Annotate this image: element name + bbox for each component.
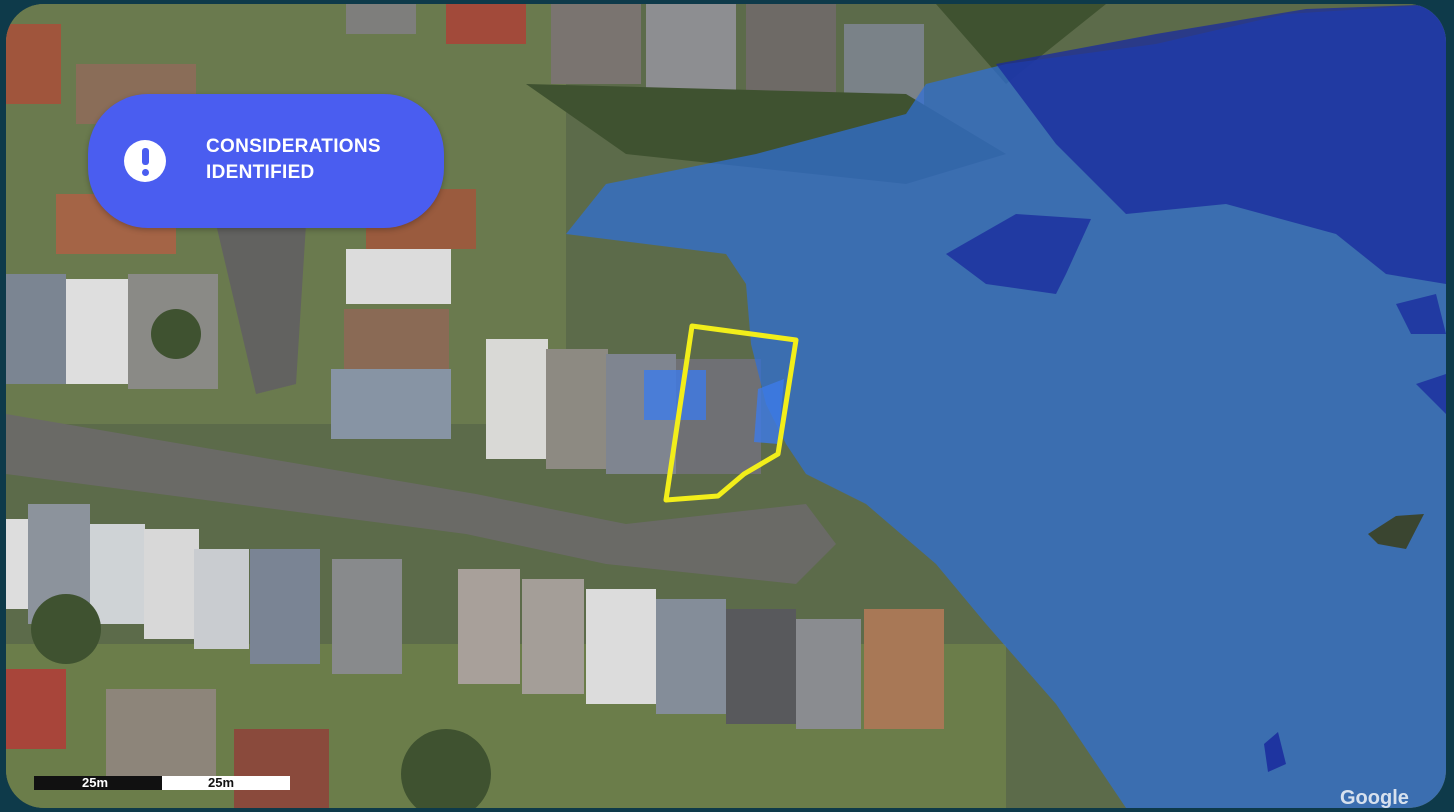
badge-label: CONSIDERATIONS IDENTIFIED: [206, 136, 381, 183]
map-layers: [6, 4, 1446, 808]
flood-deep-zone-5: [1264, 732, 1286, 772]
flood-patch: [644, 370, 706, 420]
cul-de-sac: [216, 224, 306, 394]
google-attribution[interactable]: Google: [1340, 787, 1409, 808]
flood-deep-zone-2: [946, 214, 1091, 294]
flood-deep-zone-3: [1396, 294, 1446, 334]
flood-overlay: [566, 4, 1446, 808]
considerations-badge: CONSIDERATIONS IDENTIFIED: [88, 94, 444, 228]
map-gap: [1368, 514, 1424, 549]
rooftops-south: [6, 504, 944, 808]
aerial-map[interactable]: CONSIDERATIONS IDENTIFIED 25m 25m Google: [6, 4, 1446, 808]
scale-bar: 25m 25m: [34, 776, 290, 796]
flood-deep-zone-4: [1416, 374, 1446, 414]
flood-patch-2: [754, 379, 784, 444]
flood-deep-zone: [996, 4, 1446, 284]
scale-label-1: 25m: [82, 775, 109, 790]
scale-label-2: 25m: [208, 775, 235, 790]
property-outline: [663, 323, 799, 503]
street: [6, 414, 836, 584]
exclamation-icon: [124, 140, 166, 182]
